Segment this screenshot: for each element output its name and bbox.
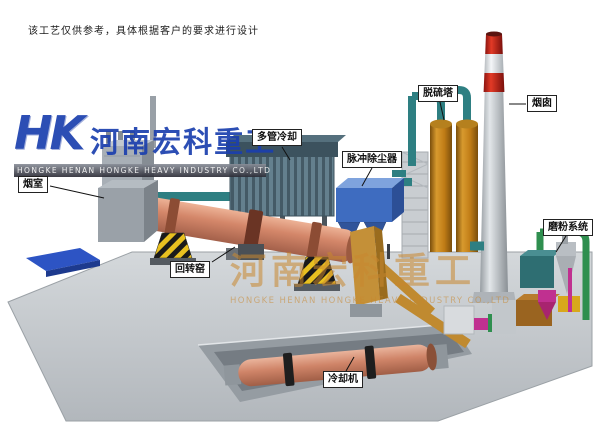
label-multi-tube-cooler: 多管冷却 (252, 129, 302, 146)
kiln-hood (350, 226, 436, 317)
grinding-system-shape (492, 228, 590, 334)
service-tower (401, 151, 429, 259)
chimney-shape (472, 31, 516, 303)
kiln-supports (150, 232, 340, 291)
brand-watermark: HK 河南宏科重工 HONGKE HENAN HONGKE HEAVY INDU… (14, 110, 276, 177)
label-chimney: 烟囱 (527, 95, 557, 112)
label-desulfurization-tower: 脱硫塔 (418, 85, 458, 102)
label-pulse-dust-collector: 脉冲除尘器 (342, 151, 402, 168)
label-cooling-machine: 冷却机 (323, 371, 363, 388)
blue-pallet (26, 248, 100, 277)
brand-company-name-en: HONGKE HENAN HONGKE HEAVY INDUSTRY CO.,L… (14, 164, 270, 177)
label-grinding-system: 磨粉系统 (543, 219, 593, 236)
label-smoke-chamber: 烟室 (18, 176, 48, 193)
cooling-machine-shape (223, 343, 449, 387)
brand-hk-logo: HK (14, 106, 85, 160)
brand-company-name-cn: 河南宏科重工 (90, 125, 277, 159)
disclaimer-text: 该工艺仅供参考，具体根据客户的要求进行设计 (28, 26, 259, 37)
leader-lines (49, 101, 567, 372)
label-rotary-kiln: 回转窑 (170, 261, 210, 278)
